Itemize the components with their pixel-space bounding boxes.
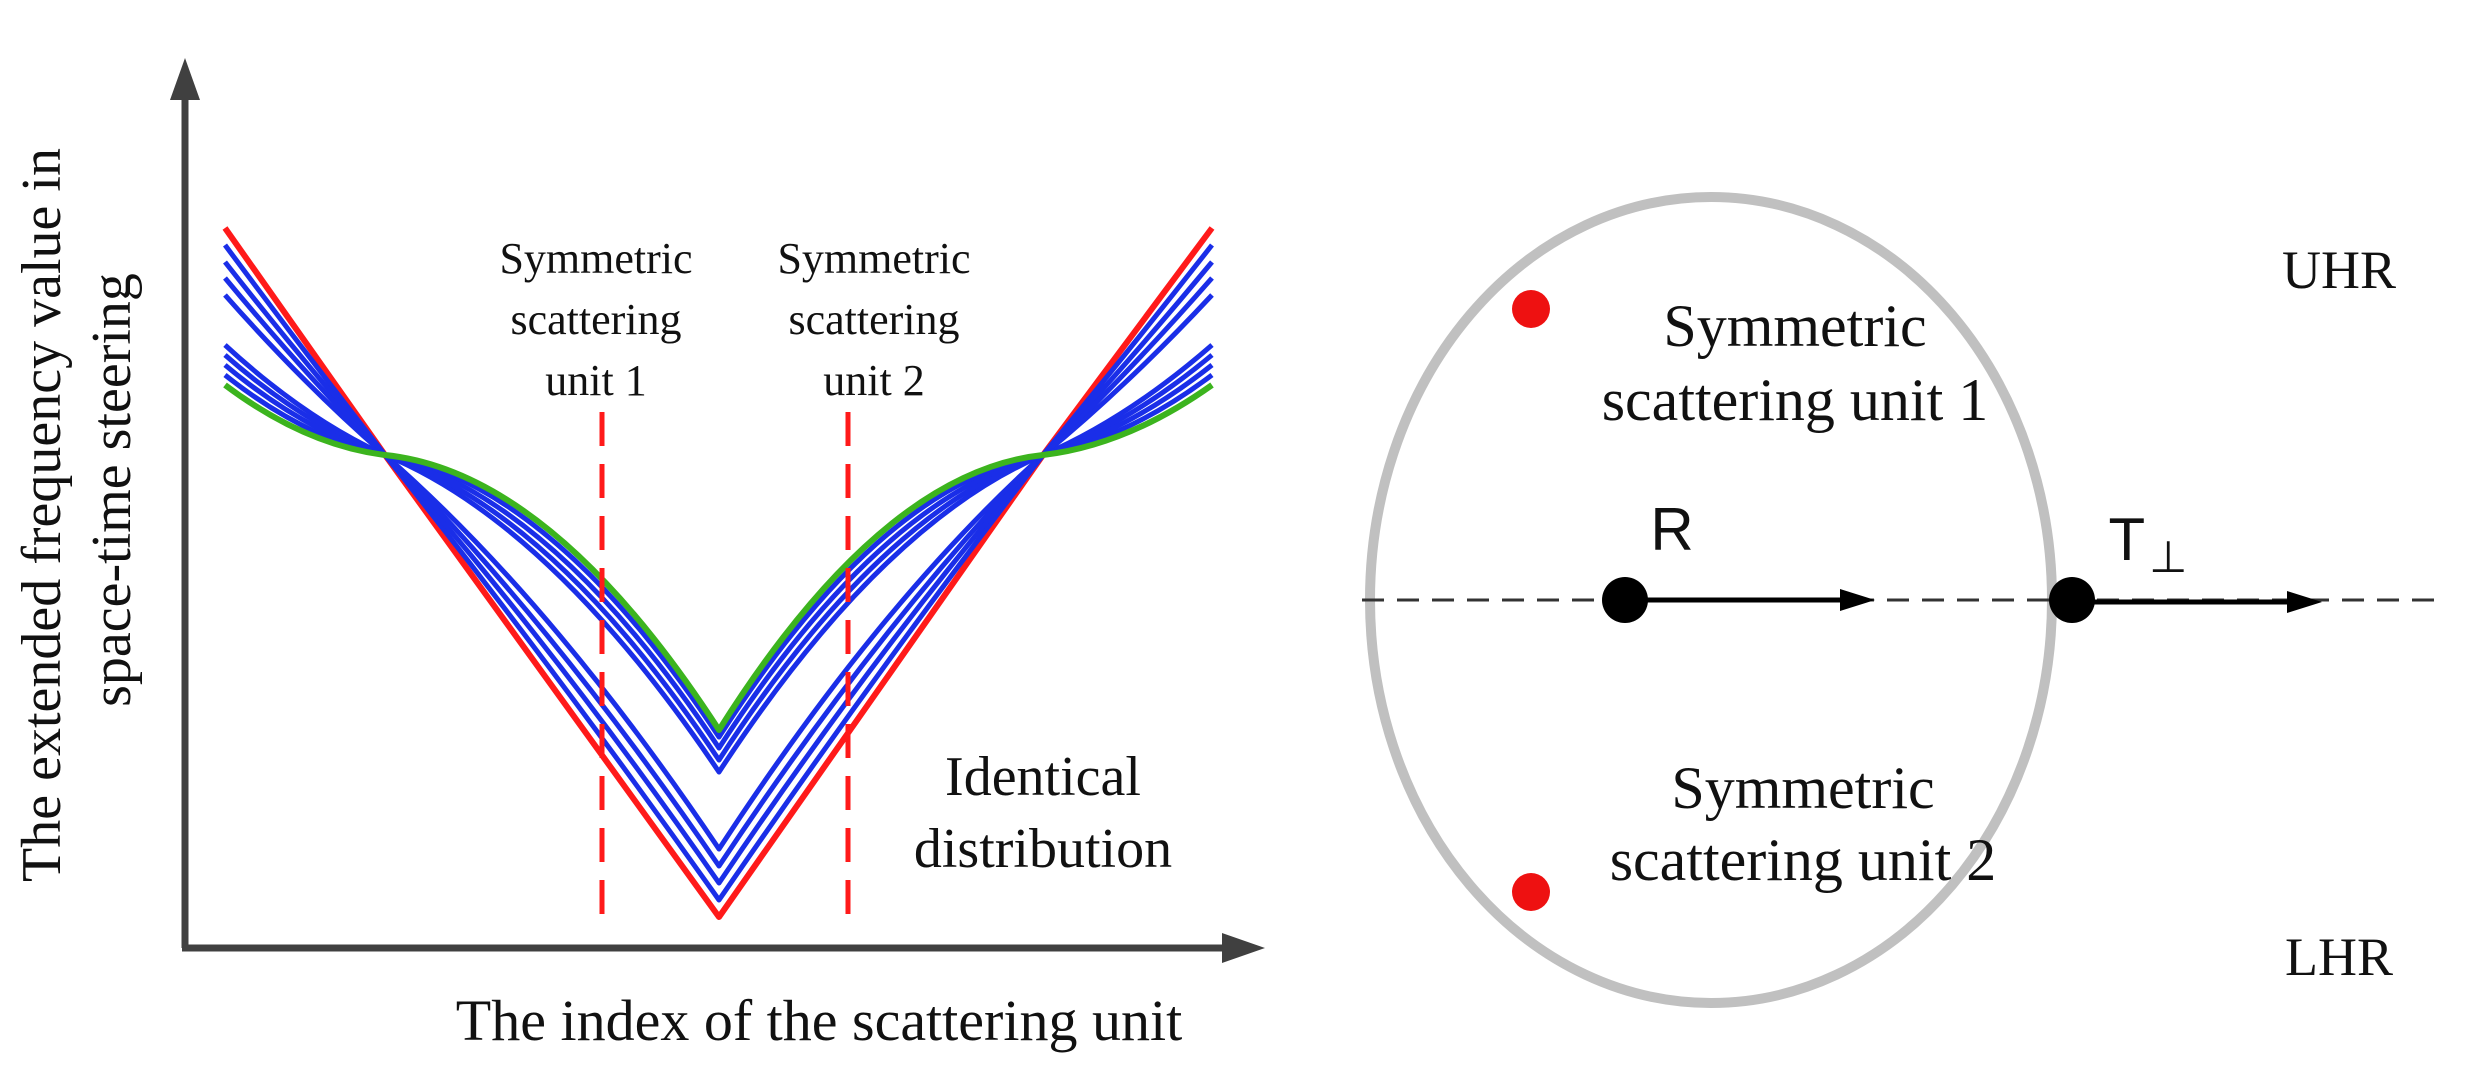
curve-blue (223, 353, 1214, 763)
t-label-main: T (2109, 506, 2146, 573)
red-dot-unit2 (1512, 873, 1550, 911)
lhr-label: LHR (2285, 927, 2393, 987)
r-black-dot (1602, 577, 1648, 623)
r-label: R (1650, 496, 1693, 563)
curve-green (223, 382, 1214, 733)
x-axis-arrowhead (1222, 933, 1265, 963)
annotation-identical: Identical (945, 746, 1141, 808)
t-arrow-icon (2287, 591, 2322, 613)
annotation-distribution: distribution (914, 818, 1172, 880)
t-black-dot (2049, 577, 2095, 623)
unit1-label-line2: scattering unit 1 (1602, 367, 1989, 433)
red-dot-unit1 (1512, 290, 1550, 328)
y-axis-arrowhead (170, 58, 200, 100)
marker2-label-line1: Symmetric (777, 234, 970, 283)
left-panel: Symmetric scattering unit 1 Symmetric sc… (11, 58, 1265, 1053)
x-axis-label: The index of the scattering unit (456, 988, 1182, 1053)
marker1-label-line1: Symmetric (499, 234, 692, 283)
t-label-subscript: ⊥ (2149, 533, 2187, 582)
curve-blue (223, 293, 1214, 852)
y-axis-label: The extended frequency value in space-ti… (11, 148, 143, 882)
unit2-label-line1: Symmetric (1671, 755, 1934, 821)
curve-family (222, 226, 1215, 920)
t-label: T⊥ (2109, 506, 2188, 582)
curve-red (222, 226, 1215, 920)
right-panel: R T⊥ UHR LHR Symmetric scattering unit 1… (1362, 192, 2438, 1008)
curve-blue (223, 276, 1214, 869)
y-axis-label-line2: space-time steering (81, 273, 143, 707)
unit2-label-line2: scattering unit 2 (1610, 827, 1997, 893)
axes (170, 58, 1265, 963)
marker1-label-line2: scattering (510, 295, 681, 344)
marker1-label-line3: unit 1 (545, 356, 646, 405)
unit1-label-line1: Symmetric (1663, 293, 1926, 359)
marker2-label-line2: scattering (788, 295, 959, 344)
marker2-label-line3: unit 2 (823, 356, 924, 405)
uhr-label: UHR (2282, 240, 2396, 300)
y-axis-label-line1: The extended frequency value in (11, 148, 73, 882)
curve-blue (223, 343, 1214, 775)
r-arrow-icon (1840, 589, 1875, 611)
